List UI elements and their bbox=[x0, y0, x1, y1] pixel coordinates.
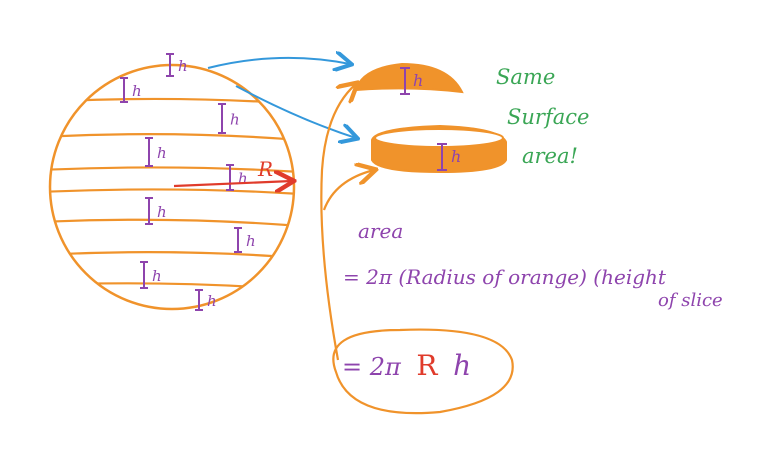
slice-height-marker: h bbox=[145, 137, 167, 167]
slice-height-marker: h bbox=[226, 164, 248, 191]
slice-height-label: h bbox=[152, 267, 162, 285]
arrow-to-middle-slice bbox=[235, 85, 356, 138]
slice-height-label: h bbox=[157, 203, 167, 221]
slice-height-marker: h bbox=[218, 103, 240, 134]
slice-height-label: h bbox=[157, 144, 167, 162]
slice-line bbox=[50, 218, 294, 228]
arrow-to-top-slice bbox=[207, 58, 350, 68]
slice-height-marker: h bbox=[140, 261, 162, 289]
note-line-1: Same bbox=[496, 65, 555, 89]
slice-height-label: h bbox=[230, 111, 240, 129]
slice-height-label: h bbox=[178, 57, 188, 75]
note-line-3: area! bbox=[522, 144, 578, 168]
slice-line bbox=[50, 188, 294, 196]
top-slice: h bbox=[354, 62, 464, 95]
slice-height-marker: h bbox=[145, 197, 167, 225]
radius-label: R bbox=[257, 157, 273, 181]
slice-height-marker: h bbox=[120, 77, 142, 103]
slice-height-label: h bbox=[246, 232, 256, 250]
result-prefix: = 2π bbox=[342, 353, 402, 381]
arrow-bubble-to-middle-slice bbox=[322, 170, 374, 211]
slice-line bbox=[50, 251, 294, 260]
result-bubble: = 2π R h bbox=[332, 328, 514, 415]
arrow-bubble-to-top-slice bbox=[320, 84, 356, 361]
note-line-2: Surface bbox=[507, 105, 589, 129]
middle-slice: h bbox=[371, 124, 507, 174]
slice-height-marker: h bbox=[234, 227, 256, 253]
result-formula: = 2π R h bbox=[342, 349, 471, 382]
middle-slice-height-label: h bbox=[451, 147, 461, 166]
sphere-height-markers: h h h h h h h h h bbox=[120, 53, 256, 311]
slice-height-label: h bbox=[207, 292, 217, 310]
formula-line-2: of slice bbox=[658, 290, 723, 311]
slice-line bbox=[50, 282, 294, 292]
formula-line-1: = 2π (Radius of orange) (height bbox=[343, 265, 667, 289]
top-slice-height-label: h bbox=[413, 71, 423, 90]
slice-height-label: h bbox=[132, 82, 142, 100]
slice-height-label: h bbox=[238, 170, 248, 188]
slice-height-marker: h bbox=[166, 53, 188, 77]
slice-line bbox=[50, 166, 294, 174]
slice-line bbox=[50, 133, 294, 142]
same-surface-area-note: Same Surface area! bbox=[496, 65, 589, 168]
radius-arrow bbox=[173, 181, 292, 186]
slice-height-marker: h bbox=[195, 289, 217, 311]
result-height: h bbox=[453, 349, 471, 382]
result-radius: R bbox=[416, 349, 438, 382]
area-word: area bbox=[358, 219, 403, 243]
